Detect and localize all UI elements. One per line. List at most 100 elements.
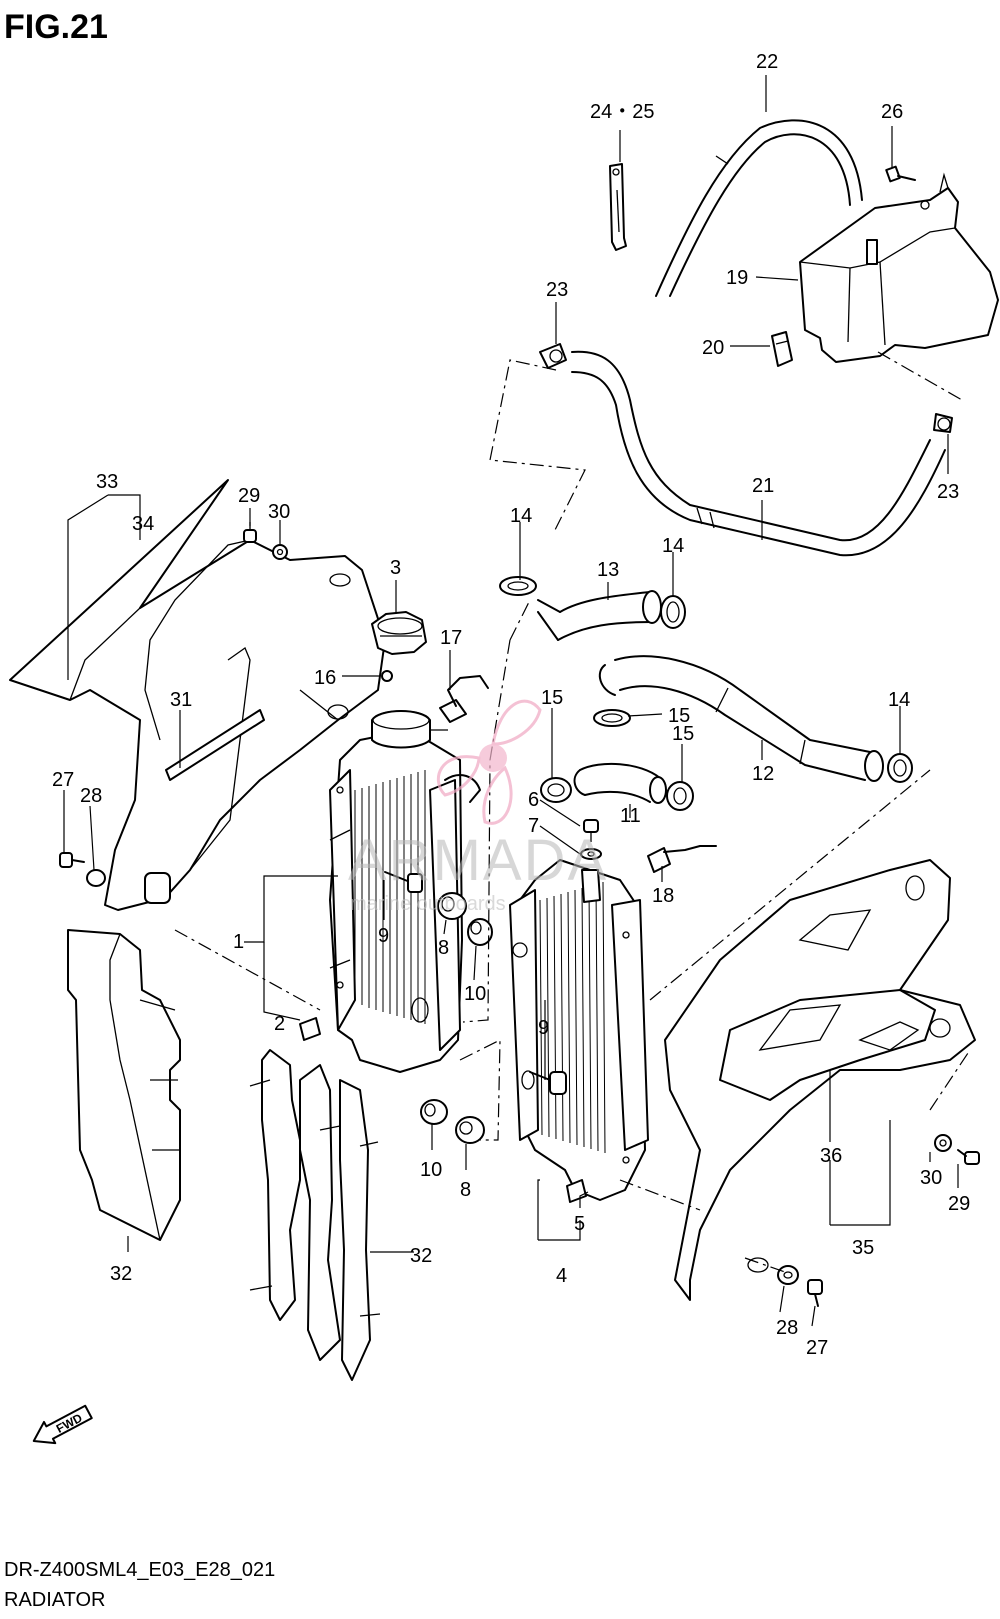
callout-label: 32 <box>410 1245 432 1267</box>
callout-label: 14 <box>662 535 684 557</box>
strip-31 <box>165 709 265 781</box>
callout-label: 32 <box>110 1263 132 1285</box>
washer-30-left <box>272 544 288 560</box>
bolt-6 <box>583 819 599 842</box>
hose-13 <box>537 590 662 641</box>
callout-label: 28 <box>776 1317 798 1339</box>
sensor-18 <box>647 845 717 873</box>
callout-label: 26 <box>881 101 903 123</box>
shroud-right-35-36 <box>664 859 976 1301</box>
radiator-left-1 <box>329 710 463 1073</box>
callout-label: 5 <box>574 1213 585 1235</box>
bolt-29-right <box>957 1149 980 1165</box>
callout-label: 4 <box>556 1265 567 1287</box>
callout-label: 12 <box>752 763 774 785</box>
callout-label: 9 <box>378 925 389 947</box>
hose-12 <box>598 655 884 782</box>
guard-32-left <box>67 929 181 1241</box>
callout-label: 13 <box>597 559 619 581</box>
callout-label: 16 <box>314 667 336 689</box>
callout-label: 23 <box>937 481 959 503</box>
shroud-left-33-34 <box>9 479 386 911</box>
fitting-right-top <box>581 869 601 903</box>
callout-label: 18 <box>652 885 674 907</box>
bolt-27-right <box>807 1279 823 1307</box>
callout-label: 6 <box>528 789 539 811</box>
callout-label: 23 <box>546 279 568 301</box>
callouts: 22 24・25 26 19 20 23 23 21 33 34 29 30 3… <box>52 51 970 1359</box>
callout-label: 8 <box>460 1179 471 1201</box>
callout-label: 22 <box>756 51 778 73</box>
callout-label: 29 <box>238 485 260 507</box>
callout-label: 24・25 <box>590 101 655 123</box>
callout-label: 14 <box>888 689 910 711</box>
clamp-14-right <box>887 753 913 783</box>
callout-label: 15 <box>672 723 694 745</box>
collar-28-left <box>86 869 106 887</box>
callout-label: 10 <box>420 1159 442 1181</box>
clip-5 <box>566 1179 587 1203</box>
washer-30-right <box>934 1134 952 1152</box>
bolt-27-left <box>59 852 85 868</box>
section-name: RADIATOR <box>4 1589 106 1611</box>
sensor-17 <box>439 675 489 723</box>
grommet-10-left <box>467 918 493 946</box>
callout-label: 36 <box>820 1145 842 1167</box>
model-code: DR-Z400SML4_E03_E28_021 <box>4 1559 275 1581</box>
radiator-cap-3 <box>371 611 427 655</box>
clamp-23-right <box>933 413 953 433</box>
radiator-right-4 <box>509 859 649 1201</box>
watermark-sub: marine outboards <box>350 893 506 915</box>
callout-label: 21 <box>752 475 774 497</box>
figure-title: FIG.21 <box>4 8 108 46</box>
callout-label: 10 <box>464 983 486 1005</box>
breather-hose-21 <box>571 350 946 557</box>
callout-label: 20 <box>702 337 724 359</box>
radiator-right-core <box>539 881 606 1154</box>
screw-16 <box>381 670 393 682</box>
fwd-arrow: FWD <box>32 1404 93 1445</box>
reservoir-tank <box>799 172 999 363</box>
strap-24-25 <box>609 163 627 251</box>
collar-28-right <box>777 1265 799 1285</box>
hose-11 <box>573 762 667 804</box>
watermark-brand: ARMADA <box>348 828 608 893</box>
clip-2 <box>299 1017 321 1041</box>
callout-label: 19 <box>726 267 748 289</box>
bolt-9-right <box>529 1071 567 1095</box>
callout-label: 27 <box>806 1337 828 1359</box>
collar-8-left <box>437 892 467 920</box>
radiator-left-outlet <box>444 774 481 803</box>
radiator-left-core <box>354 770 426 1024</box>
callout-label: 17 <box>440 627 462 649</box>
callout-label: 11 <box>620 805 641 827</box>
watermark: ARMADA marine outboards <box>348 699 608 915</box>
reservoir-cap-20 <box>771 331 793 367</box>
callout-label: 8 <box>438 937 449 959</box>
callout-label: 30 <box>268 501 290 523</box>
callout-label: 15 <box>668 705 690 727</box>
assembly-lines <box>174 351 971 1273</box>
leader-lines <box>63 75 959 1327</box>
callout-label: 1 <box>233 931 244 953</box>
callout-label: 9 <box>538 1017 549 1039</box>
guard-32-right <box>249 1049 381 1381</box>
clamp-15-c <box>666 781 694 811</box>
callout-label: 15 <box>541 687 563 709</box>
watermark-logo-icon <box>436 699 542 825</box>
callout-label: 7 <box>528 815 539 837</box>
clamp-15-a <box>540 777 572 803</box>
callout-label: 2 <box>274 1013 285 1035</box>
grommet-10-right <box>420 1099 448 1125</box>
callout-label: 35 <box>852 1237 874 1259</box>
clamp-14-upper <box>499 576 537 596</box>
callout-label: 34 <box>132 513 154 535</box>
clamp-15-b <box>593 709 631 727</box>
collar-8-right <box>455 1116 485 1144</box>
bolt-26 <box>885 165 916 183</box>
callout-label: 29 <box>948 1193 970 1215</box>
clamp-23-upper <box>539 343 567 369</box>
callout-label: 3 <box>390 557 401 579</box>
callout-label: 33 <box>96 471 118 493</box>
